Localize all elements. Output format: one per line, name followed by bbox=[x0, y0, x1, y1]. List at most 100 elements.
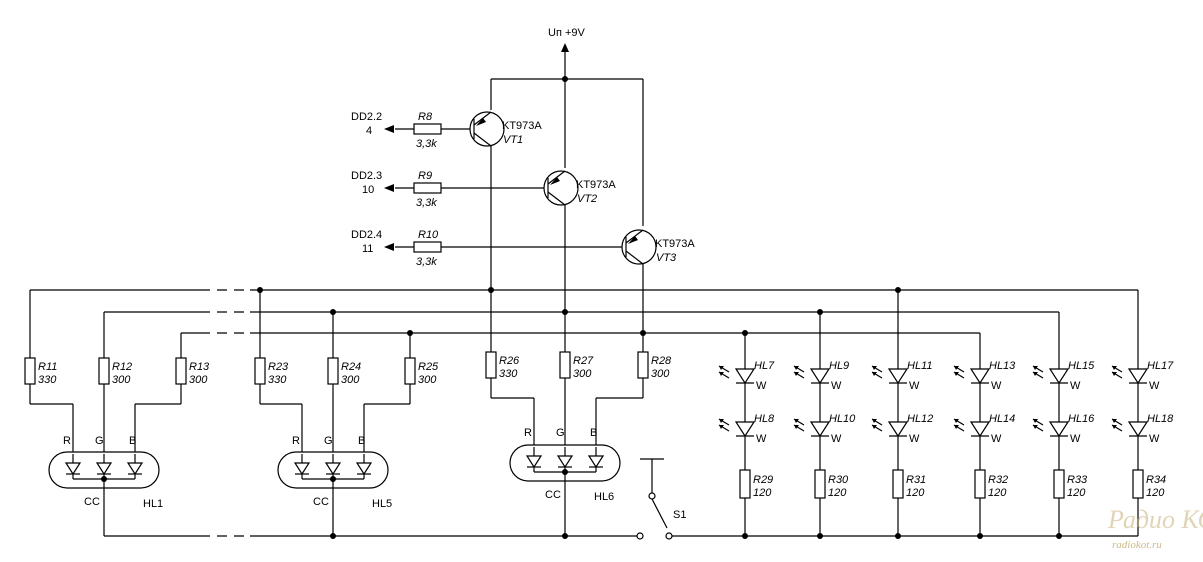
resistor-value: 120 bbox=[1146, 487, 1165, 499]
resistor-ref: R12 bbox=[112, 361, 132, 373]
resistor-value: 300 bbox=[189, 374, 208, 386]
vt1-type: KT973A bbox=[502, 120, 542, 132]
led-diode-symbol bbox=[734, 368, 756, 385]
pin-label: R bbox=[63, 435, 71, 447]
led-diode-symbol bbox=[809, 368, 831, 385]
led-ref: HL11 bbox=[907, 360, 932, 372]
pin-label: G bbox=[95, 435, 104, 447]
led-color: W bbox=[1149, 380, 1160, 392]
light-arrows-icon bbox=[793, 365, 805, 379]
light-arrows-icon bbox=[953, 418, 965, 432]
resistor-symbol bbox=[892, 469, 904, 499]
led-diode-symbol bbox=[887, 368, 909, 385]
led-ref: HL1 bbox=[143, 498, 163, 510]
resistor-r28 bbox=[637, 351, 649, 379]
switch-s1: S1 bbox=[636, 458, 686, 540]
resistor-value: 330 bbox=[268, 374, 287, 386]
resistor-ref: R13 bbox=[189, 361, 210, 373]
watermark-url: radiokot.ru bbox=[1112, 539, 1162, 551]
r8-ref: R8 bbox=[418, 111, 433, 123]
pin-label: R bbox=[524, 427, 532, 439]
r9-value: 3,3k bbox=[416, 197, 437, 209]
resistor-ref: R28 bbox=[651, 355, 672, 367]
pin-label: B bbox=[590, 427, 597, 439]
resistor-symbol bbox=[974, 469, 986, 499]
resistor-ref: R29 bbox=[753, 474, 773, 486]
led-diode-symbol bbox=[1127, 368, 1149, 385]
common-label: CC bbox=[313, 496, 329, 508]
led-ref: HL8 bbox=[754, 413, 775, 425]
light-arrows-icon bbox=[1032, 418, 1044, 432]
dd2-3-label: DD2.3 bbox=[351, 170, 382, 182]
resistor-r27 bbox=[559, 351, 571, 379]
led-ref: HL14 bbox=[989, 413, 1015, 425]
resistor-value: 120 bbox=[753, 487, 772, 499]
led-color: W bbox=[991, 380, 1002, 392]
led-color: W bbox=[831, 433, 842, 445]
resistor-value: 120 bbox=[906, 487, 925, 499]
led-color: W bbox=[909, 433, 920, 445]
led-ref: HL12 bbox=[907, 413, 933, 425]
resistor-ref: R27 bbox=[573, 355, 594, 367]
led-color: W bbox=[756, 380, 767, 392]
light-arrows-icon bbox=[871, 365, 883, 379]
resistor-ref: R30 bbox=[828, 474, 849, 486]
resistor-value: 120 bbox=[828, 487, 847, 499]
vt1-ref: VT1 bbox=[503, 134, 523, 146]
led-color: W bbox=[1070, 380, 1081, 392]
vt3-transistor-symbol bbox=[621, 229, 657, 265]
resistor-symbol bbox=[1132, 469, 1144, 499]
resistor-ref: R33 bbox=[1067, 474, 1088, 486]
dd2-4-label: DD2.4 bbox=[351, 229, 382, 241]
light-arrows-icon bbox=[718, 418, 730, 432]
resistor-r23 bbox=[254, 357, 266, 385]
light-arrows-icon bbox=[1111, 365, 1123, 379]
resistor-ref: R34 bbox=[1146, 474, 1166, 486]
collector-feeds bbox=[490, 79, 644, 226]
led-diode-symbol bbox=[887, 421, 909, 438]
led-color: W bbox=[991, 433, 1002, 445]
emitter-drops bbox=[490, 146, 644, 333]
light-arrows-icon bbox=[953, 365, 965, 379]
resistor-ref: R32 bbox=[988, 474, 1008, 486]
dd2-4-pin: 11 bbox=[362, 243, 373, 255]
resistor-ref: R23 bbox=[268, 361, 289, 373]
supply-rail: Uп +9V bbox=[491, 27, 643, 82]
led-ref: HL6 bbox=[594, 491, 614, 503]
vt2-ref: VT2 bbox=[577, 193, 597, 205]
vt2-transistor-symbol bbox=[543, 170, 579, 206]
resistor-r25 bbox=[404, 357, 416, 385]
led-diode-symbol bbox=[1048, 421, 1070, 438]
led-color: W bbox=[831, 380, 842, 392]
resistor-symbol bbox=[1053, 469, 1065, 499]
led-ref: HL10 bbox=[829, 413, 856, 425]
led-ref: HL17 bbox=[1147, 360, 1174, 372]
led-color: W bbox=[909, 380, 920, 392]
led-ref: HL15 bbox=[1068, 360, 1095, 372]
led-color: W bbox=[1149, 433, 1160, 445]
watermark-logo: Радио КОТ radiokot.ru bbox=[1107, 505, 1203, 551]
light-arrows-icon bbox=[1032, 365, 1044, 379]
resistor-value: 120 bbox=[988, 487, 1007, 499]
pin-label: G bbox=[556, 427, 565, 439]
light-arrows-icon bbox=[1111, 418, 1123, 432]
resistor-value: 300 bbox=[418, 374, 437, 386]
led-ref: HL9 bbox=[829, 360, 849, 372]
led-color: W bbox=[756, 433, 767, 445]
led-diode-symbol bbox=[1048, 368, 1070, 385]
resistor-ref: R11 bbox=[38, 361, 57, 373]
vt3-type: KT973A bbox=[655, 238, 695, 250]
vt2-type: KT973A bbox=[576, 179, 616, 191]
led-diode-symbol bbox=[969, 368, 991, 385]
vt3-ref: VT3 bbox=[656, 252, 677, 264]
return-line bbox=[104, 533, 1138, 539]
s1-label: S1 bbox=[673, 509, 686, 521]
vt1-transistor-symbol bbox=[469, 111, 505, 147]
